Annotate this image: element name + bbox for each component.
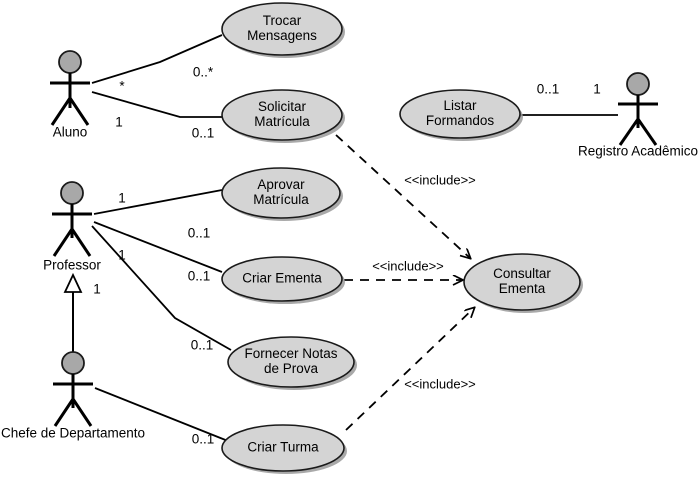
actor-leg-right bbox=[70, 228, 92, 257]
multiplicity-label-mult-aluno-trocar-target: 0..* bbox=[193, 65, 214, 80]
multiplicity-label-mult-professor-aprovar-target: 0..1 bbox=[188, 226, 211, 241]
actor-professor[interactable]: Professor bbox=[43, 181, 101, 273]
multiplicity-label-mult-registro-source: 1 bbox=[593, 82, 601, 97]
actor-leg-left bbox=[53, 398, 75, 427]
use-case-ellipse bbox=[221, 167, 341, 219]
use-case-label: Criar Turma bbox=[247, 440, 319, 455]
multiplicity-label-mult-aluno-solicitar-target: 0..1 bbox=[192, 126, 215, 141]
actor-leg-right bbox=[68, 97, 90, 126]
association-layer bbox=[91, 34, 618, 442]
actor-leg-left bbox=[618, 118, 640, 146]
include-stereotype-label: <<include>> bbox=[372, 258, 444, 273]
use-case-label: Trocar bbox=[263, 13, 302, 28]
actor-leg-left bbox=[52, 228, 74, 257]
use-case-label: Aprovar bbox=[257, 177, 305, 192]
association-line-professor-criar_ementa bbox=[93, 221, 223, 273]
include-arrow-solicitar_matricula-consultar_ementa bbox=[335, 134, 470, 258]
use-case-ellipse bbox=[221, 2, 343, 56]
use-case-ellipse bbox=[463, 253, 581, 311]
multiplicity-label-mult-professor-fornecer-source: 1 bbox=[93, 282, 101, 297]
multiplicity-layer: * 0..* 1 0..1 1 0..1 1 0..1 1 0..1 0..1 0..1 1 bbox=[93, 65, 601, 447]
use-case-label: Matrícula bbox=[253, 192, 309, 207]
use-case-label: Criar Ementa bbox=[242, 271, 322, 286]
association-line-professor-fornecer_notas bbox=[91, 225, 232, 351]
generalization-arrowhead-chefe-professor bbox=[63, 272, 83, 293]
use-case-label: Consultar bbox=[493, 266, 551, 281]
use-case-ellipse bbox=[221, 424, 345, 472]
use-case-label: Ementa bbox=[499, 281, 546, 296]
use-case-label: de Prova bbox=[264, 361, 319, 376]
association-line-aluno-trocar_mensagens bbox=[91, 34, 223, 84]
include-stereotype-label: <<include>> bbox=[404, 376, 476, 391]
actor-name-label: Professor bbox=[43, 258, 101, 273]
actor-head bbox=[58, 50, 82, 74]
multiplicity-label-mult-professor-aprovar-source: 1 bbox=[118, 191, 126, 206]
actor-name-label: Chefe de Departamento bbox=[1, 426, 145, 441]
multiplicity-label-mult-aluno-trocar-source: * bbox=[119, 79, 125, 94]
actor-leg-right bbox=[71, 398, 93, 427]
use-case-ellipse bbox=[227, 336, 355, 388]
actor-head bbox=[626, 72, 650, 96]
use-case-label: Solicitar bbox=[258, 99, 307, 114]
use-case-label: Mensagens bbox=[247, 28, 317, 43]
include-stereotype-label: <<include>> bbox=[404, 172, 476, 187]
multiplicity-label-mult-professor-fornecer-target: 0..1 bbox=[191, 338, 214, 353]
generalization-layer bbox=[63, 272, 83, 352]
multiplicity-label-mult-listar-formandos-target: 0..1 bbox=[537, 82, 560, 97]
use-case-label: Formandos bbox=[426, 113, 495, 128]
use-case-layer: TrocarMensagensSolicitarMatrículaListarF… bbox=[221, 2, 583, 474]
actor-aluno[interactable]: Aluno bbox=[50, 50, 90, 140]
actor-leg-left bbox=[50, 97, 72, 126]
include-arrow-criar_turma-consultar_ementa bbox=[345, 308, 474, 431]
use-case-label: Listar bbox=[443, 98, 477, 113]
include-layer: <<include>> <<include>> <<include>> bbox=[335, 134, 476, 431]
association-line-aluno-solicitar_matricula bbox=[91, 91, 222, 118]
actor-registro_academico[interactable]: Registro Acadêmico bbox=[578, 72, 698, 159]
actor-chefe_departamento[interactable]: Chefe de Departamento bbox=[1, 351, 145, 441]
use-case-label: Matrícula bbox=[254, 114, 310, 129]
use-case-ellipse bbox=[399, 89, 521, 139]
use-case-criar_turma[interactable]: Criar Turma bbox=[221, 424, 347, 474]
multiplicity-label-mult-professor-criar-ementa-target: 0..1 bbox=[188, 269, 211, 284]
multiplicity-label-mult-professor-criar-ementa-source: 1 bbox=[118, 248, 126, 263]
use-case-criar_ementa[interactable]: Criar Ementa bbox=[221, 256, 345, 304]
use-case-ellipse bbox=[221, 89, 343, 141]
actor-name-label: Registro Acadêmico bbox=[578, 144, 698, 159]
use-case-label: Fornecer Notas bbox=[244, 346, 337, 361]
multiplicity-label-mult-aluno-solicitar-source: 1 bbox=[115, 115, 123, 130]
actor-head bbox=[60, 181, 84, 205]
actor-head bbox=[61, 351, 85, 375]
association-line-chefe-criar_turma bbox=[94, 387, 229, 442]
use-case-ellipse bbox=[221, 256, 343, 302]
actor-name-label: Aluno bbox=[53, 125, 88, 140]
association-line-professor-aprovar_matricula bbox=[93, 189, 223, 215]
multiplicity-label-mult-chefe-criar-turma-target: 0..1 bbox=[192, 432, 215, 447]
actor-leg-right bbox=[636, 118, 658, 146]
